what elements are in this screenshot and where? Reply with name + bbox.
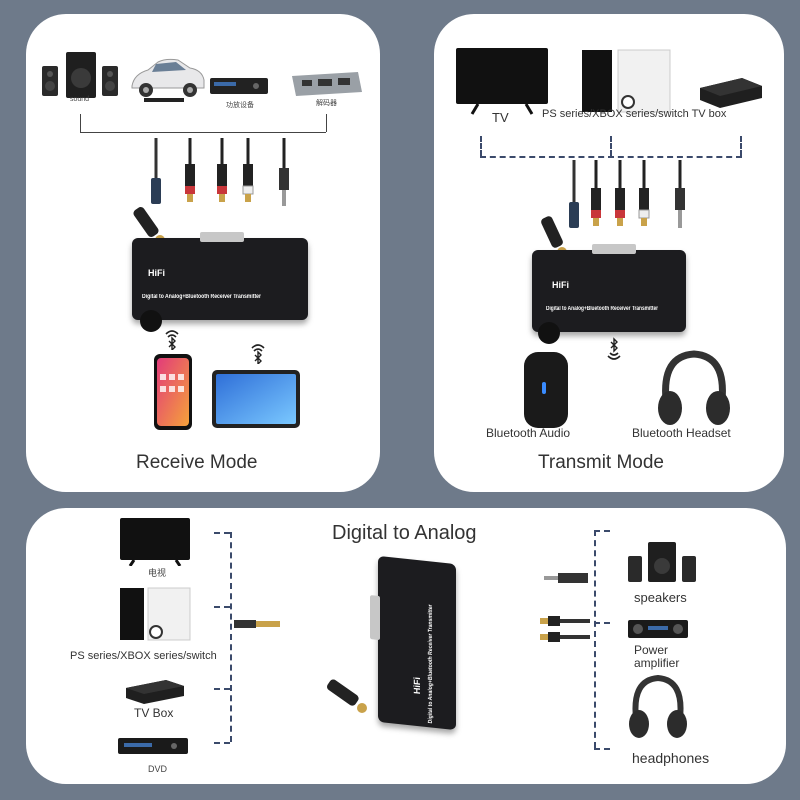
headphones-label: headphones bbox=[632, 750, 710, 766]
headphones-icon bbox=[658, 350, 730, 425]
hifi-converter-device: HiFi Digital to Analog+Bluetooth Receive… bbox=[532, 244, 686, 332]
bt-headset-label: Bluetooth Headset bbox=[632, 426, 731, 440]
bluetooth-speaker-icon bbox=[524, 352, 568, 428]
dvd-player-icon bbox=[118, 738, 188, 754]
rca-ports bbox=[200, 232, 244, 242]
tv-icon bbox=[120, 518, 190, 566]
device-subtitle: Digital to Analog+Bluetooth Receiver Tra… bbox=[428, 604, 434, 724]
volume-knob bbox=[140, 310, 162, 332]
amplifier-device-icon bbox=[210, 78, 268, 94]
transmit-mode-panel: TV PS series/XBOX series/switch TV box H… bbox=[434, 14, 784, 492]
cable-plugs-icon bbox=[151, 138, 289, 206]
tv-label: TV bbox=[492, 110, 509, 125]
decoder-device-icon bbox=[292, 72, 362, 96]
tv-box-icon bbox=[700, 78, 762, 108]
car-caption-bar bbox=[144, 98, 184, 102]
bt-audio-label: Bluetooth Audio bbox=[486, 426, 571, 440]
transmit-mode-title: Transmit Mode bbox=[538, 452, 664, 473]
sound-label: sound bbox=[70, 96, 90, 103]
tv-source-label: 电视 bbox=[148, 568, 167, 578]
consoles-label: PS series/XBOX series/switch TV box bbox=[542, 108, 727, 120]
game-consoles-icon bbox=[582, 49, 671, 113]
aux-cable-icon bbox=[544, 573, 588, 583]
antenna-icon bbox=[327, 679, 367, 713]
bluetooth-wave-icon bbox=[607, 337, 621, 360]
dashed-connection-bracket bbox=[230, 532, 232, 742]
hifi-converter-device: HiFi Digital to Analog+Bluetooth Receive… bbox=[132, 232, 308, 320]
optical-cable-icon bbox=[234, 620, 280, 628]
device-hifi-label: HiFi bbox=[148, 268, 165, 278]
smartphone-icon bbox=[154, 354, 192, 430]
game-consoles-icon bbox=[120, 587, 191, 641]
speaker-system-icon bbox=[628, 542, 696, 582]
speaker-system-icon bbox=[42, 52, 118, 98]
power-amplifier-icon bbox=[628, 620, 688, 638]
tv-icon bbox=[456, 48, 548, 115]
dashed-connection-bracket bbox=[594, 530, 596, 748]
car-icon bbox=[131, 58, 205, 97]
tablet-icon bbox=[212, 370, 300, 428]
device-subtitle: Digital to Analog+Bluetooth Receiver Tra… bbox=[142, 294, 261, 300]
d2a-title: Digital to Analog bbox=[332, 522, 477, 544]
tv-box-icon bbox=[126, 680, 184, 704]
amp-label: 功放设备 bbox=[226, 102, 254, 109]
tv-box-source-label: TV Box bbox=[134, 706, 174, 720]
dvd-source-label: DVD bbox=[148, 764, 168, 774]
device-subtitle: Digital to Analog+Bluetooth Receiver Tra… bbox=[546, 306, 658, 312]
bluetooth-wave-icon bbox=[165, 330, 179, 350]
cable-plugs-icon bbox=[569, 160, 685, 228]
power-amp-label: Power amplifier bbox=[634, 643, 680, 670]
decoder-label: 解码器 bbox=[316, 100, 337, 107]
receive-mode-panel: sound 功放设备 解码器 bbox=[26, 14, 380, 492]
bluetooth-wave-icon bbox=[251, 344, 265, 364]
digital-to-analog-panel: Digital to Analog 电视 PS series/XBOX seri… bbox=[26, 508, 786, 784]
connection-bracket bbox=[80, 132, 326, 133]
rca-ports bbox=[370, 595, 380, 641]
headphones-icon bbox=[629, 674, 687, 738]
rca-ports bbox=[592, 244, 636, 254]
rca-cable-icon bbox=[540, 616, 590, 642]
device-hifi-label: HiFi bbox=[552, 280, 569, 290]
dashed-connection-bracket bbox=[480, 156, 742, 158]
consoles-source-label: PS series/XBOX series/switch bbox=[70, 650, 217, 662]
volume-knob bbox=[538, 322, 560, 344]
receive-mode-title: Receive Mode bbox=[136, 452, 258, 473]
device-hifi-label: HiFi bbox=[412, 676, 422, 695]
hifi-converter-device: HiFi Digital to Analog+Bluetooth Receive… bbox=[370, 555, 456, 731]
speakers-label: speakers bbox=[634, 590, 687, 605]
